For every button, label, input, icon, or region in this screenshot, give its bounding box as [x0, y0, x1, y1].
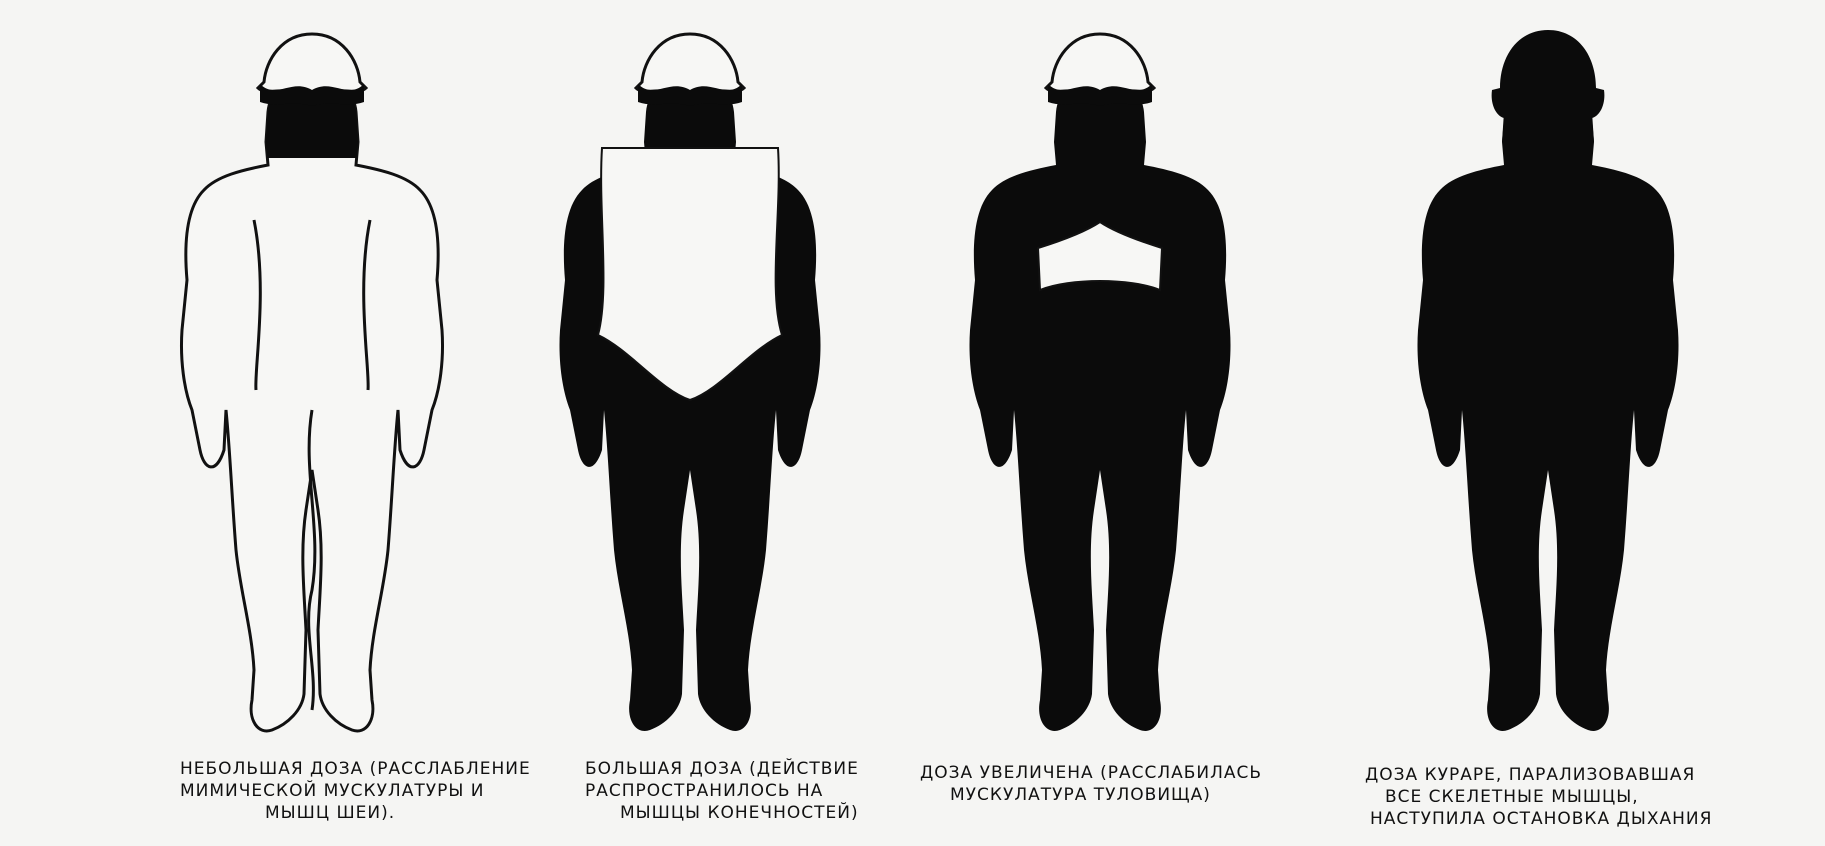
caption-line: НАСТУПИЛА ОСТАНОВКА ДЫХАНИЯ	[1365, 808, 1712, 830]
figure-2	[559, 34, 820, 731]
figure-1	[181, 34, 442, 731]
caption-line: НЕБОЛЬШАЯ ДОЗА (РАССЛАБЛЕНИЕ	[180, 758, 531, 780]
caption-line: ДОЗА УВЕЛИЧЕНА (РАССЛАБИЛАСЬ	[920, 762, 1262, 784]
caption-line: МЫШЦЫ КОНЕЧНОСТЕЙ)	[585, 802, 859, 824]
caption-line: ДОЗА КУРАРЕ, ПАРАЛИЗОВАВШАЯ	[1365, 764, 1712, 786]
caption-line: ВСЕ СКЕЛЕТНЫЕ МЫШЦЫ,	[1365, 786, 1712, 808]
caption-figure-1: НЕБОЛЬШАЯ ДОЗА (РАССЛАБЛЕНИЕ МИМИЧЕСКОЙ …	[180, 758, 531, 824]
caption-line: РАСПРОСТРАНИЛОСЬ НА	[585, 780, 859, 802]
figure-3	[969, 34, 1230, 731]
caption-figure-4: ДОЗА КУРАРЕ, ПАРАЛИЗОВАВШАЯ ВСЕ СКЕЛЕТНЫ…	[1365, 764, 1712, 830]
caption-figure-2: БОЛЬШАЯ ДОЗА (ДЕЙСТВИЕ РАСПРОСТРАНИЛОСЬ …	[585, 758, 859, 824]
caption-line: БОЛЬШАЯ ДОЗА (ДЕЙСТВИЕ	[585, 758, 859, 780]
caption-figure-3: ДОЗА УВЕЛИЧЕНА (РАССЛАБИЛАСЬ МУСКУЛАТУРА…	[920, 762, 1262, 806]
caption-line: МУСКУЛАТУРА ТУЛОВИЩА)	[920, 784, 1262, 806]
figure-4	[1417, 30, 1678, 731]
caption-line: МИМИЧЕСКОЙ МУСКУЛАТУРЫ И	[180, 780, 531, 802]
caption-line: МЫШЦ ШЕИ).	[180, 802, 531, 824]
